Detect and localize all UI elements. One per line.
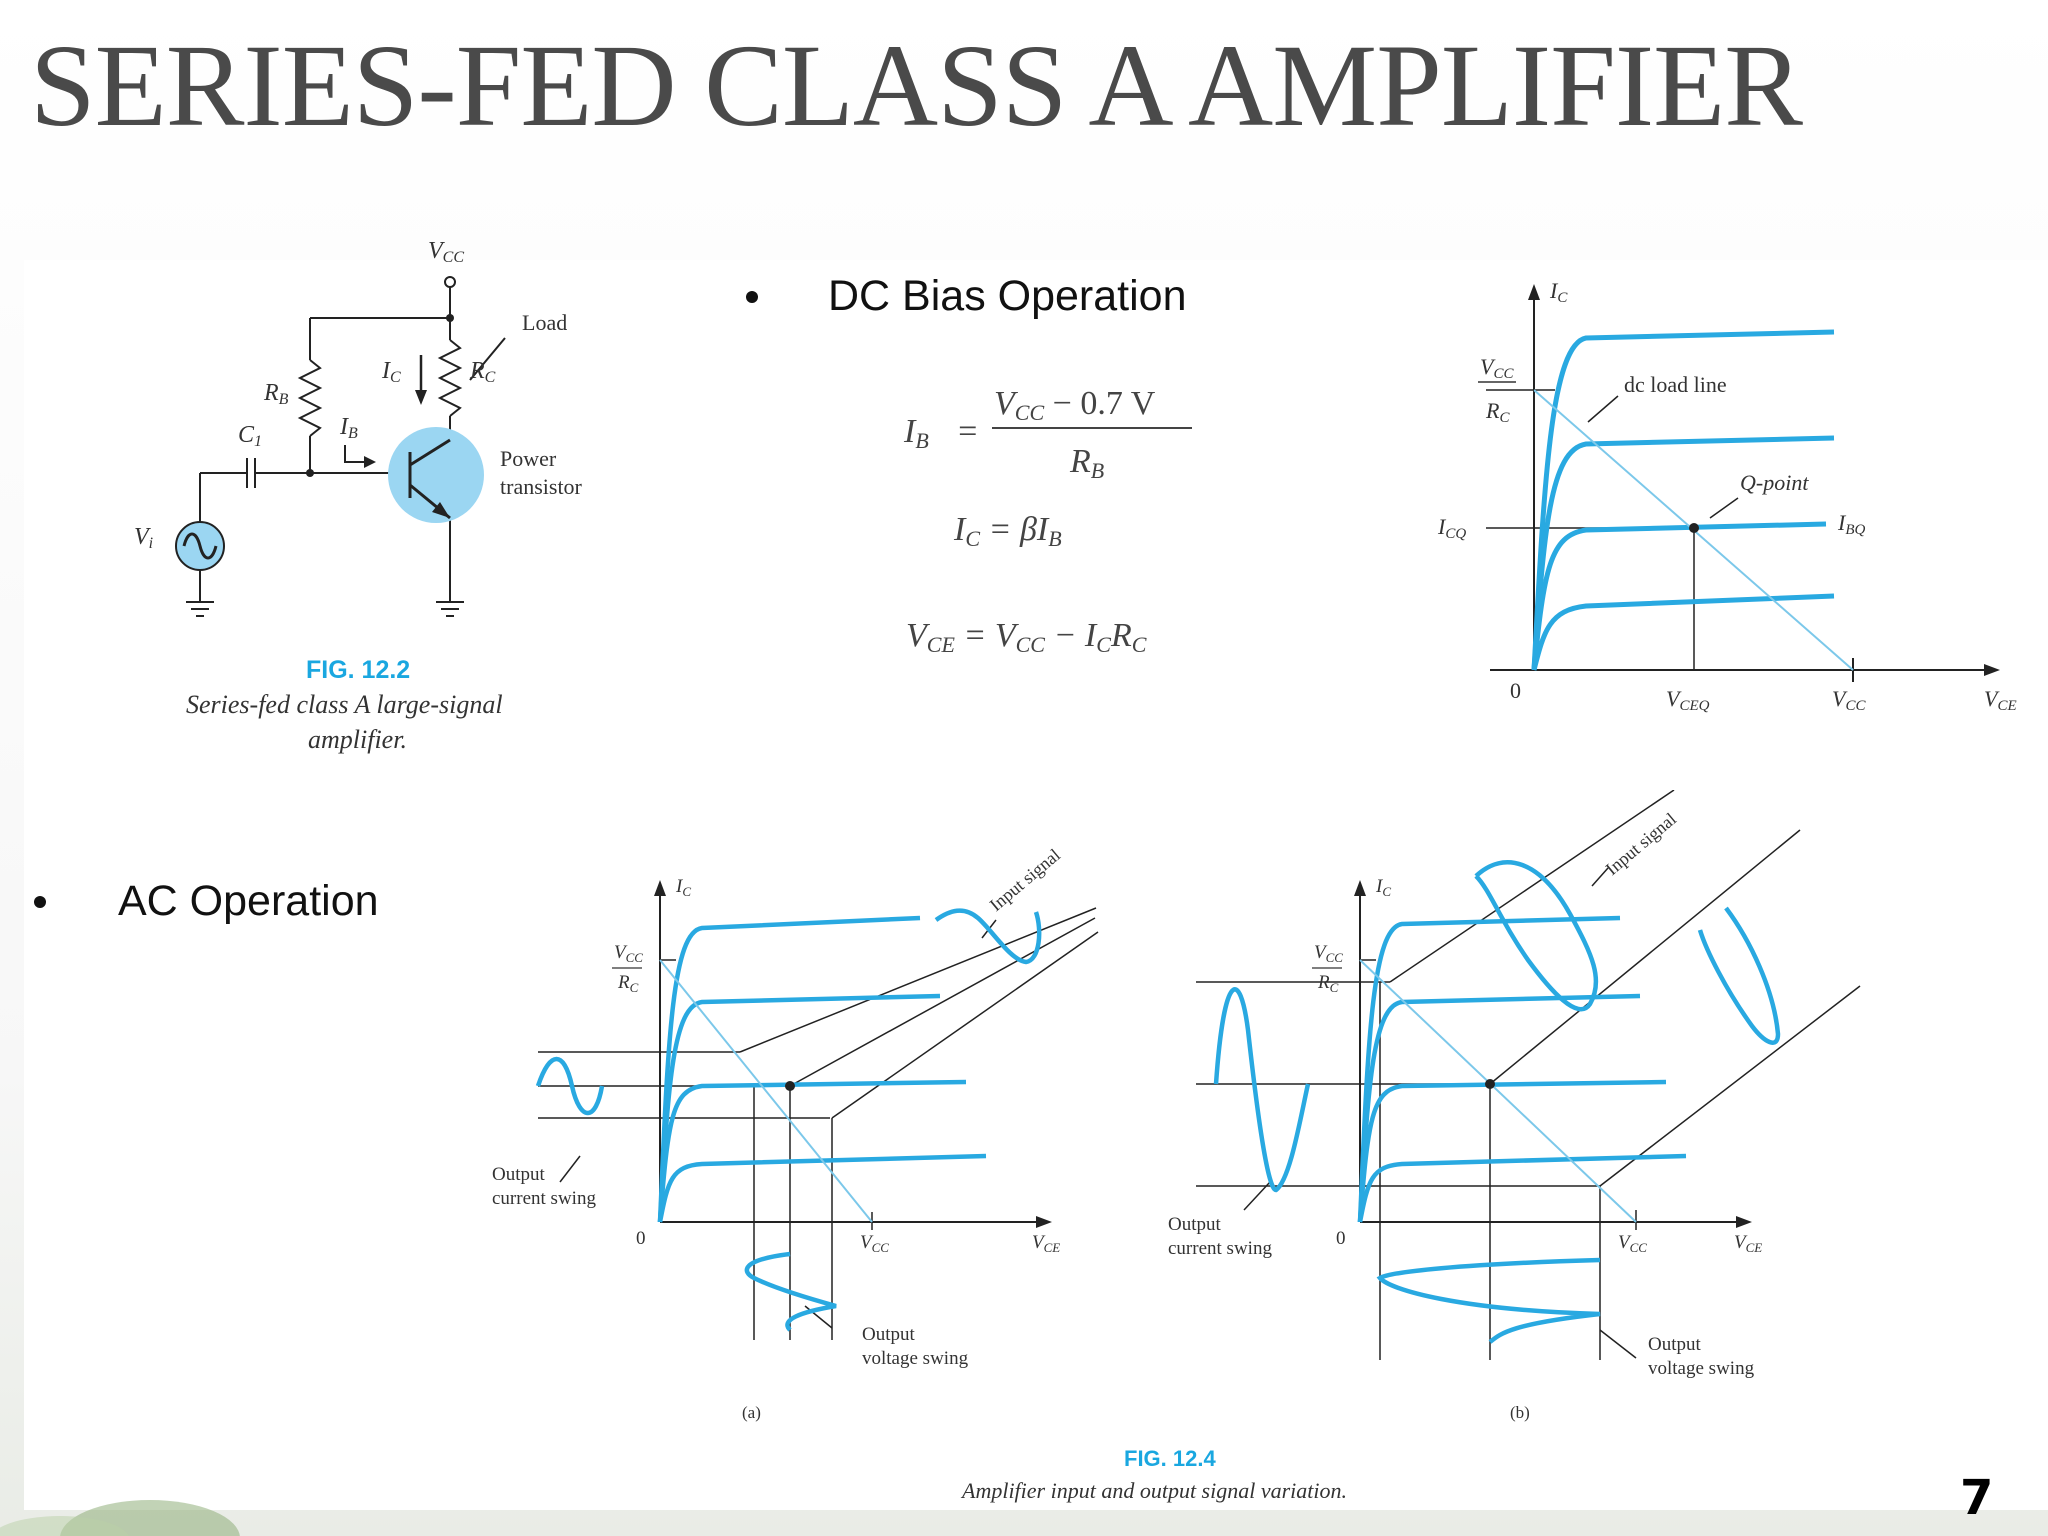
fig-12-4-caption: Amplifier input and output signal variat… [960, 1478, 1347, 1503]
fig-12-4b-ic: IC [1375, 876, 1391, 899]
rc-label: RC [469, 358, 496, 386]
fig-12-4a-sub-label: (a) [742, 1403, 761, 1422]
slide-title: SERIES-FED CLASS A AMPLIFIER [30, 20, 1803, 151]
dc-graph-vcc-num: VCC [1480, 354, 1514, 382]
fig-12-4a-out-voltage-1: Output [862, 1324, 916, 1345]
dc-load-line-graph: IC VCC RC dc load line Q-point ICQ IBQ 0… [1437, 278, 2017, 714]
dc-bias-equations: IB = VCC − 0.7 V RB IC = βIB VCE = VCC −… [903, 385, 1192, 657]
fig-12-4b-out-voltage-1: Output [1648, 1334, 1702, 1355]
bullet-dc-bias: DC Bias Operation [746, 272, 1187, 321]
decorative-leaf [0, 1500, 240, 1536]
fig-12-4-label: FIG. 12.4 [1124, 1446, 1216, 1471]
dc-graph-rc-den: RC [1485, 398, 1510, 426]
fig-12-4b-sub-label: (b) [1510, 1403, 1530, 1422]
content-panel [24, 260, 2048, 1510]
vcc-label: VCC [428, 238, 464, 266]
fig-12-4a-out-current-1: Output [492, 1164, 546, 1185]
fig-12-4a-input-signal: Input signal [986, 845, 1064, 915]
fig-12-4b-vcc: VCC [1618, 1232, 1647, 1255]
dc-graph-load-line-label: dc load line [1624, 372, 1727, 397]
bullet-dc-text: DC Bias Operation [828, 272, 1187, 320]
fig-12-4a-ic: IC [675, 876, 691, 899]
vi-label: Vi [134, 524, 153, 552]
fig-12-4a-zero: 0 [636, 1228, 646, 1249]
dc-graph-ibq: IBQ [1837, 510, 1865, 538]
fig-12-4b-vcc-num: VCC [1314, 942, 1343, 965]
equation-ic: IC = βIB [953, 511, 1062, 551]
power-transistor-label-1: Power [500, 446, 557, 471]
bullet-ac-text: AC Operation [118, 877, 379, 925]
equation-ib-lhs: IB [903, 413, 929, 453]
fig-12-4b-out-current-1: Output [1168, 1214, 1222, 1235]
fig-12-4a-vcc-num: VCC [614, 942, 643, 965]
fig-12-4b-graph: IC VCC RC Input signal Output current sw… [1168, 790, 1861, 1422]
fig-12-2-caption-1: Series-fed class A large-signal [186, 690, 503, 719]
ib-label: IB [339, 414, 358, 442]
fig-12-4a-graph: IC VCC RC Input signal Output current sw… [492, 845, 1099, 1422]
c1-label: C1 [238, 422, 262, 450]
dc-graph-vcc: VCC [1832, 686, 1866, 714]
dc-graph-vce: VCE [1984, 686, 2017, 714]
equation-ib-denominator: RB [1069, 443, 1104, 483]
dc-graph-vceq: VCEQ [1666, 686, 1710, 714]
fig-12-4a-out-voltage-2: voltage swing [862, 1348, 969, 1369]
slide-number: 7 [1960, 1470, 1994, 1526]
fig-12-4-caption-block: FIG. 12.4 Amplifier input and output sig… [960, 1446, 1347, 1503]
fig-12-4a-vce: VCE [1032, 1232, 1060, 1255]
dc-graph-zero: 0 [1510, 678, 1521, 703]
fig-12-4a-rc-den: RC [617, 972, 639, 995]
bullet-dot [746, 290, 758, 303]
fig-12-2-circuit: VCC RB RC IC IB C1 Vi Load Power transis… [134, 238, 583, 754]
fig-12-2-caption-2: amplifier. [308, 725, 407, 754]
fig-12-4b-rc-den: RC [1317, 972, 1339, 995]
dc-graph-q-point-label: Q-point [1740, 470, 1809, 495]
fig-12-4a-vcc: VCC [860, 1232, 889, 1255]
equation-equals: = [956, 413, 979, 450]
fig-12-2-label: FIG. 12.2 [306, 656, 410, 684]
fig-12-4a-out-current-2: current swing [492, 1188, 596, 1209]
load-label: Load [522, 310, 567, 335]
ic-label: IC [381, 358, 401, 386]
dc-graph-ic: IC [1549, 278, 1568, 306]
rb-label: RB [263, 380, 289, 408]
q-point-marker [1689, 523, 1699, 533]
bullet-ac-operation: AC Operation [34, 877, 379, 926]
bullet-dot [34, 895, 46, 908]
dc-graph-icq: ICQ [1437, 514, 1466, 542]
fig-12-4b-zero: 0 [1336, 1228, 1346, 1249]
fig-12-4b-out-voltage-2: voltage swing [1648, 1358, 1755, 1379]
fig-12-4b-input-signal: Input signal [1602, 809, 1680, 879]
fig-12-4b-out-current-2: current swing [1168, 1238, 1272, 1259]
equation-vce: VCE = VCC − ICRC [906, 617, 1147, 657]
fig-12-4b-vce: VCE [1734, 1232, 1762, 1255]
equation-ib-numerator: VCC − 0.7 V [994, 385, 1156, 425]
power-transistor-label-2: transistor [500, 474, 583, 499]
